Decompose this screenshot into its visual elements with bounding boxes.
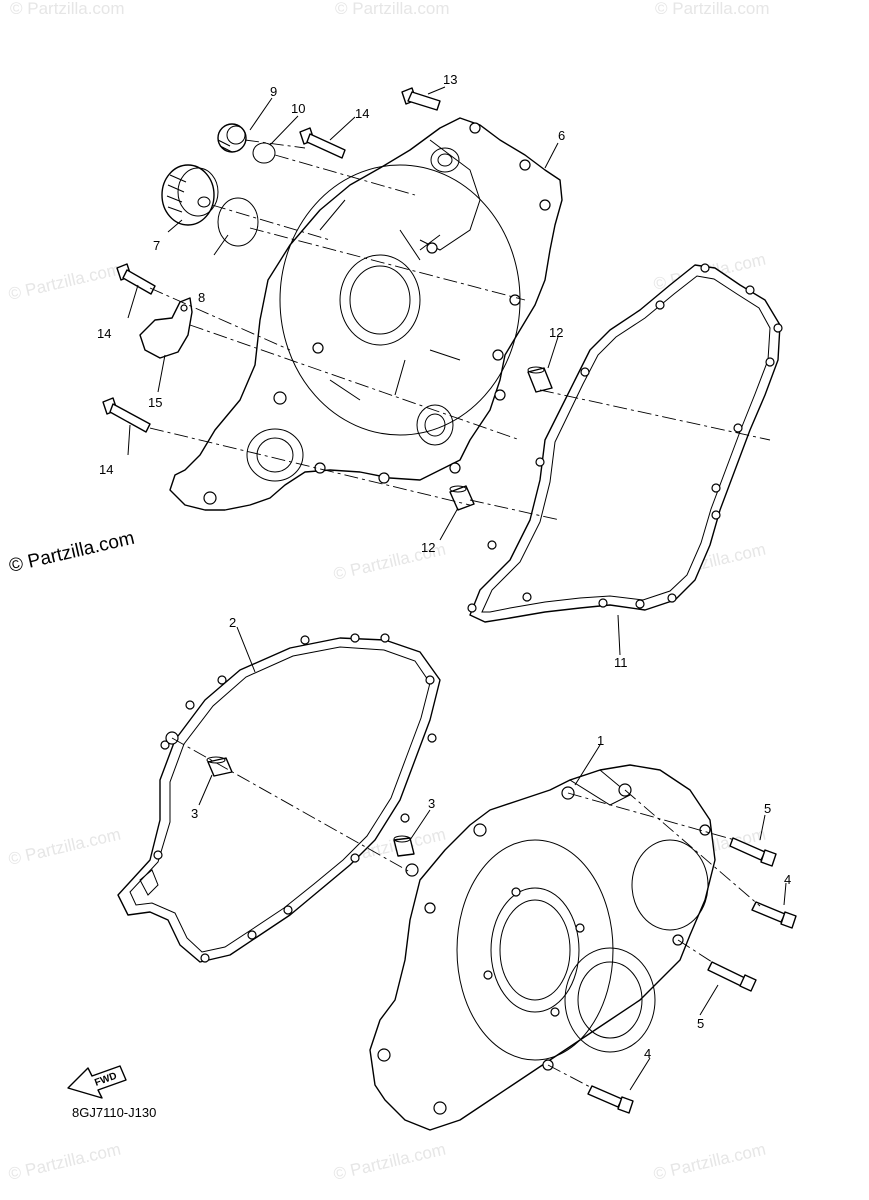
callout-5-mid: 5 bbox=[697, 1016, 704, 1031]
bolt-13 bbox=[401, 87, 441, 111]
crankcase-cover-lower bbox=[369, 764, 716, 1131]
callout-11: 11 bbox=[614, 655, 628, 670]
watermark-text: © Partzilla.com bbox=[652, 1140, 768, 1184]
clamp-15 bbox=[139, 297, 193, 359]
bolt-4-right bbox=[751, 901, 797, 929]
callout-3-right: 3 bbox=[428, 796, 435, 811]
callout-3-left: 3 bbox=[191, 806, 198, 821]
callout-15: 15 bbox=[148, 395, 162, 410]
plug-9 bbox=[217, 123, 247, 153]
callout-8: 8 bbox=[198, 290, 205, 305]
bolt-14-top bbox=[299, 127, 346, 159]
watermark-text: © Partzilla.com bbox=[7, 825, 123, 869]
callout-12-left: 12 bbox=[421, 540, 435, 555]
gasket-lower bbox=[117, 633, 441, 963]
callout-14-top: 14 bbox=[355, 106, 369, 121]
callout-10: 10 bbox=[291, 101, 305, 116]
callout-12-right: 12 bbox=[549, 325, 563, 340]
callout-6: 6 bbox=[558, 128, 565, 143]
callout-1: 1 bbox=[597, 733, 604, 748]
cap-7 bbox=[161, 164, 219, 226]
watermark-text: © Partzilla.com bbox=[7, 260, 123, 304]
callout-5-top: 5 bbox=[764, 801, 771, 816]
bolt-5-top bbox=[729, 837, 777, 867]
assembly-lines-lower bbox=[171, 737, 761, 1089]
dowel-12-right bbox=[527, 366, 553, 393]
leader-lines bbox=[127, 86, 787, 1091]
bolt-5-mid bbox=[707, 961, 757, 992]
callout-numbers: 9 10 13 14 6 7 8 14 15 14 12 12 11 2 1 3… bbox=[97, 72, 791, 1061]
callout-14-mid: 14 bbox=[97, 326, 111, 341]
dowel-3-right bbox=[393, 835, 415, 857]
watermark-text: © Partzilla.com bbox=[335, 0, 450, 18]
watermark-text: © Partzilla.com bbox=[655, 0, 770, 18]
bolt-14-low bbox=[102, 397, 151, 433]
callout-4-bottom: 4 bbox=[644, 1046, 651, 1061]
crankcase-cover-upper bbox=[169, 117, 563, 511]
diagram-code: 8GJ7110-J130 bbox=[72, 1105, 157, 1120]
callout-4-right: 4 bbox=[784, 872, 791, 887]
watermark-text: © Partzilla.com bbox=[10, 0, 125, 18]
assembly-lines-upper bbox=[149, 139, 771, 521]
o-ring-10 bbox=[252, 142, 276, 164]
bolt-4-bottom bbox=[587, 1085, 634, 1114]
callout-2: 2 bbox=[229, 615, 236, 630]
bolt-14-mid bbox=[116, 263, 156, 295]
dowel-12-left bbox=[449, 485, 475, 511]
callout-7: 7 bbox=[153, 238, 160, 253]
watermark-text: © Partzilla.com bbox=[332, 1140, 448, 1184]
callout-13: 13 bbox=[443, 72, 457, 87]
fwd-arrow-icon: FWD bbox=[67, 1065, 127, 1099]
o-ring-8 bbox=[217, 197, 259, 247]
callout-14-low: 14 bbox=[99, 462, 113, 477]
callout-9: 9 bbox=[270, 84, 277, 99]
gasket-upper bbox=[467, 263, 783, 623]
watermark-text: © Partzilla.com bbox=[7, 1140, 123, 1184]
